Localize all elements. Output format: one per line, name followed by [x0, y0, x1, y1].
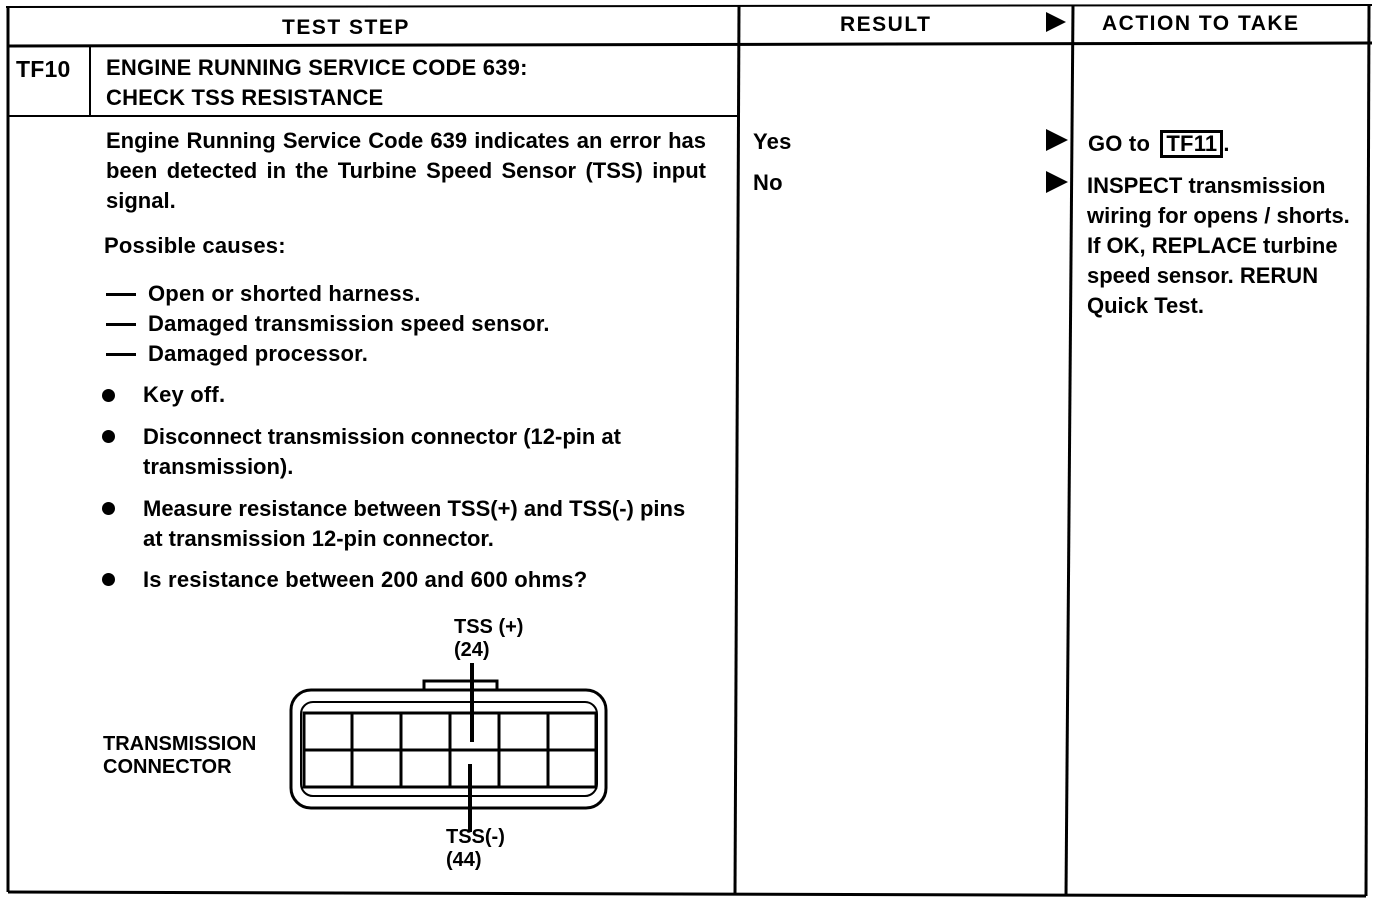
- bullet-item: Key off.: [143, 382, 226, 407]
- dash-icon: [106, 293, 136, 296]
- bullet-item: Disconnect transmission connector (12-pi…: [143, 424, 621, 479]
- connector-outer-shell: [289, 688, 608, 810]
- bullet-icon: [102, 573, 115, 586]
- bullet-item: Measure resistance between TSS(+) and TS…: [143, 496, 686, 551]
- tss-minus-pin: (44): [446, 849, 482, 871]
- intro-paragraph: Engine Running Service Code 639 indicate…: [106, 128, 706, 213]
- cause-item: Open or shorted harness.: [148, 281, 421, 306]
- dash-icon: [106, 353, 136, 356]
- result-no: No: [753, 170, 783, 195]
- action-no: INSPECT transmission wiring for opens / …: [1087, 173, 1350, 318]
- header-arrow-icon: [1046, 12, 1066, 32]
- bullet-item-question: Is resistance between 200 and 600 ohms?: [143, 567, 588, 592]
- connector-label-line1: TRANSMISSION: [103, 733, 257, 755]
- tss-minus-label: TSS(-): [446, 826, 505, 848]
- tf11-reference-link[interactable]: TF11: [1160, 130, 1224, 158]
- tss-plus-label: TSS (+): [454, 616, 524, 638]
- cause-item: Damaged processor.: [148, 341, 369, 366]
- header-test-step: TEST STEP: [282, 16, 410, 39]
- possible-causes-label: Possible causes:: [104, 233, 286, 258]
- connector-label-line2: CONNECTOR: [103, 756, 232, 778]
- cause-item: Damaged transmission speed sensor.: [148, 311, 550, 336]
- result-yes-arrow-icon: [1046, 129, 1068, 151]
- step-code: TF10: [16, 56, 71, 82]
- bullet-icon: [102, 430, 115, 443]
- step-title-line2: CHECK TSS RESISTANCE: [106, 85, 384, 110]
- header-result: RESULT: [840, 13, 932, 36]
- header-action: ACTION TO TAKE: [1102, 12, 1300, 35]
- action-yes-prefix: GO to: [1088, 131, 1151, 156]
- dash-icon: [106, 323, 136, 326]
- result-no-arrow-icon: [1046, 171, 1068, 193]
- bullet-icon: [102, 389, 115, 402]
- action-yes-suffix: .: [1223, 131, 1230, 156]
- step-title-line1: ENGINE RUNNING SERVICE CODE 639:: [106, 55, 528, 80]
- action-yes: GO to TF11.: [1088, 129, 1230, 159]
- bullet-icon: [102, 502, 115, 515]
- tss-plus-pin: (24): [454, 639, 490, 661]
- result-yes: Yes: [753, 129, 792, 154]
